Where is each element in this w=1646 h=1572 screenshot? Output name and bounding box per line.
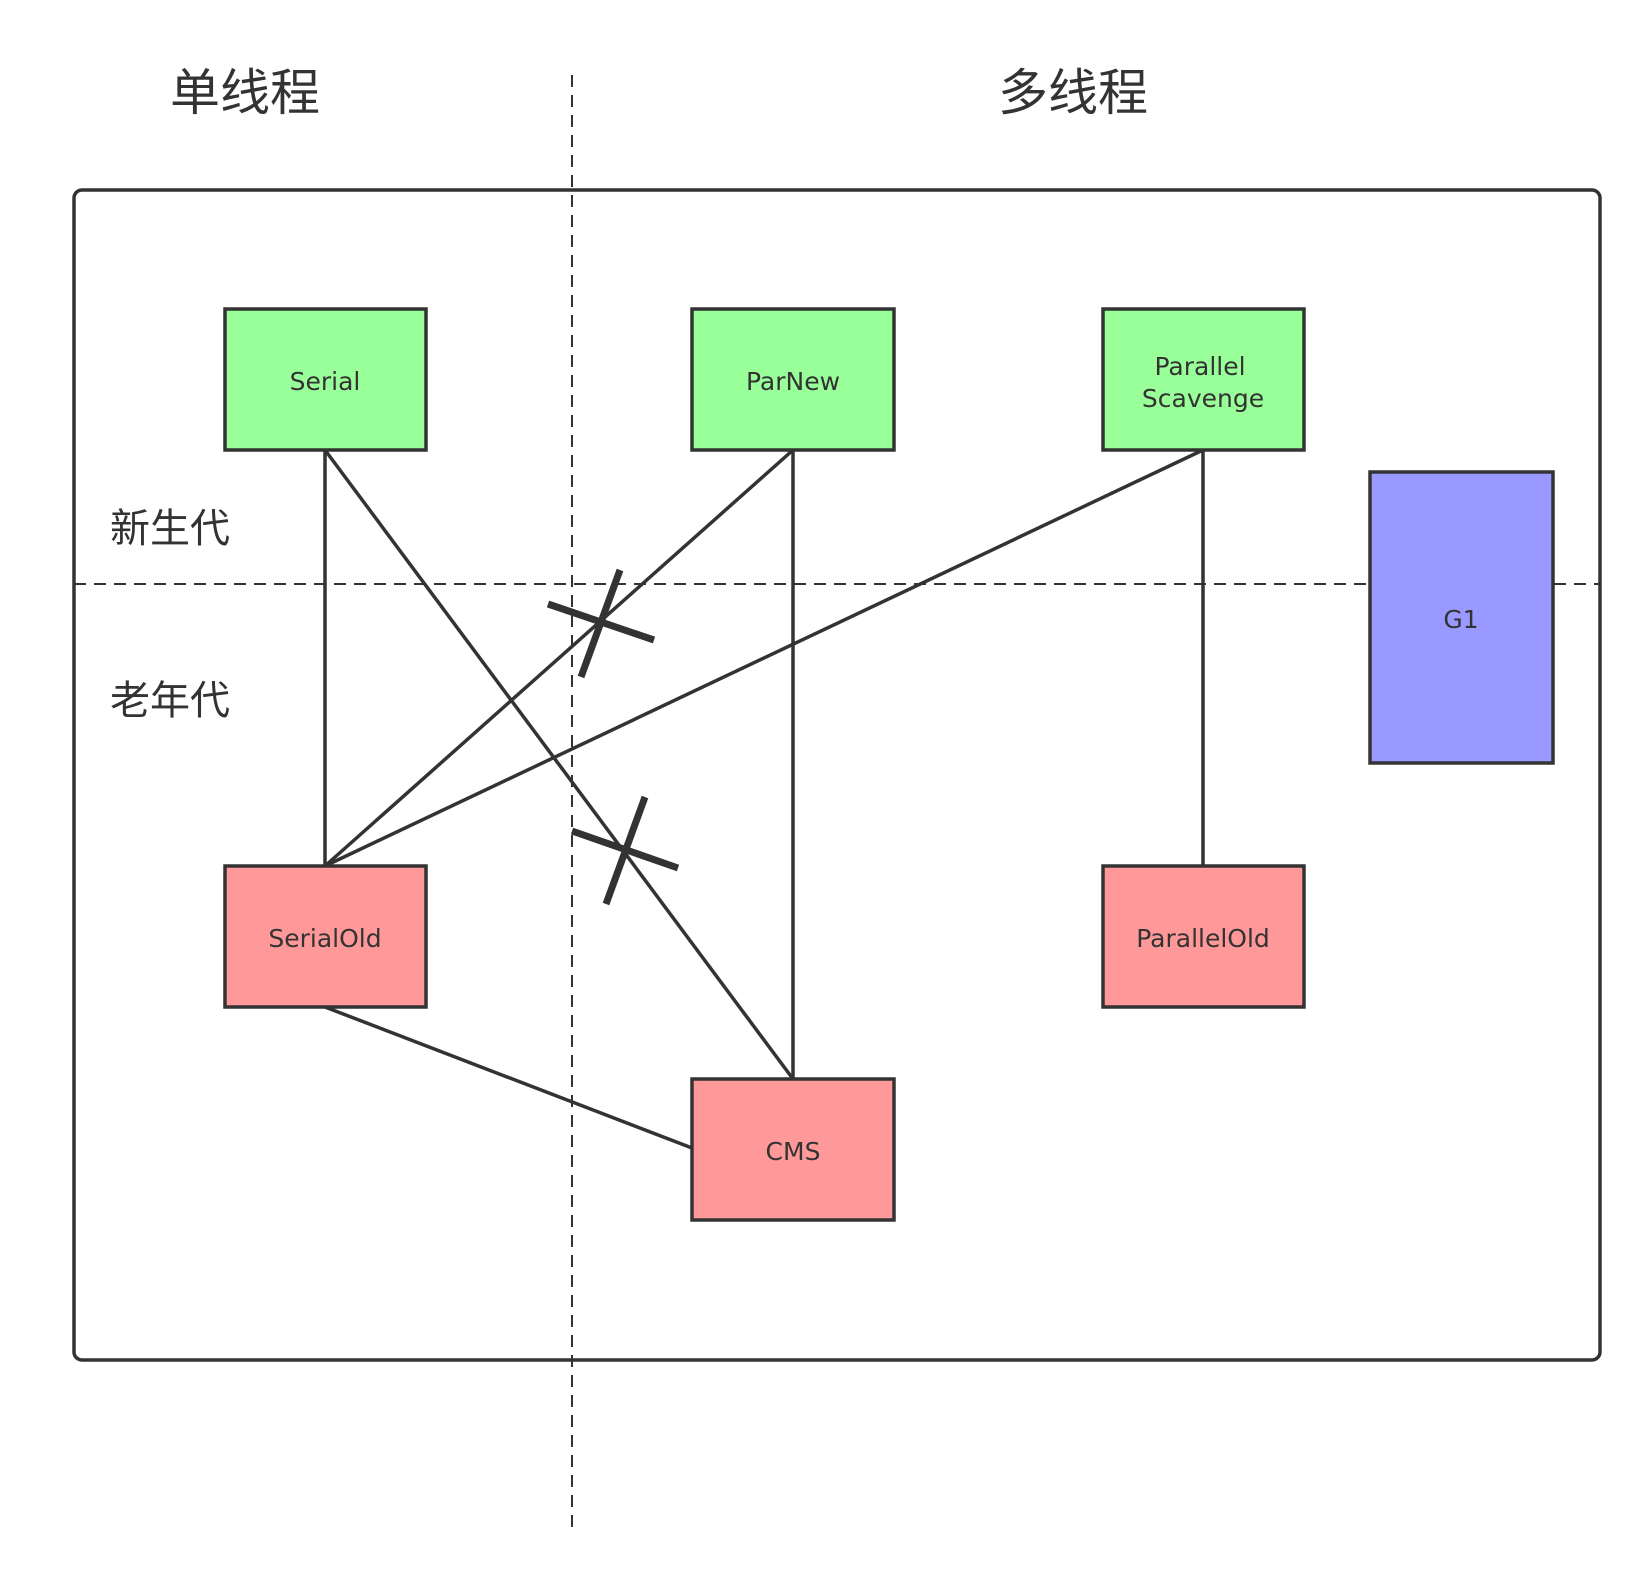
node-serial-old-label: SerialOld xyxy=(268,924,381,953)
edge-serialold-to-cms xyxy=(324,1005,693,1150)
node-serial: Serial xyxy=(223,307,428,452)
edge-parnew-to-serialold xyxy=(323,448,795,868)
node-parnew-label: ParNew xyxy=(746,367,840,396)
node-parallel-scavenge: Parallel Scavenge xyxy=(1101,307,1306,452)
edge-serial-to-cms xyxy=(323,448,795,1081)
incompatible-mark-serial-cms xyxy=(570,795,680,906)
node-parallel-scavenge-label-line1: Parallel xyxy=(1154,352,1245,381)
node-parallel-old: ParallelOld xyxy=(1101,864,1306,1009)
header-single-thread: 单线程 xyxy=(170,64,320,122)
node-g1: G1 xyxy=(1368,470,1555,765)
node-g1-label: G1 xyxy=(1443,605,1478,634)
region-label-young-gen: 新生代 xyxy=(110,506,230,552)
node-parallel-old-label: ParallelOld xyxy=(1136,924,1270,953)
node-cms-label: CMS xyxy=(766,1137,821,1166)
node-parnew: ParNew xyxy=(690,307,896,452)
node-serial-label: Serial xyxy=(290,367,361,396)
incompatible-mark-parnew-serialold xyxy=(546,568,656,679)
outer-frame xyxy=(72,188,1602,1362)
edge-parallelscavenge-to-serialold xyxy=(324,448,1204,868)
node-serial-old: SerialOld xyxy=(223,864,428,1009)
region-label-old-gen: 老年代 xyxy=(110,678,230,724)
header-multi-thread: 多线程 xyxy=(998,64,1148,122)
node-cms: CMS xyxy=(690,1077,896,1222)
node-parallel-scavenge-label-line2: Scavenge xyxy=(1142,384,1264,413)
